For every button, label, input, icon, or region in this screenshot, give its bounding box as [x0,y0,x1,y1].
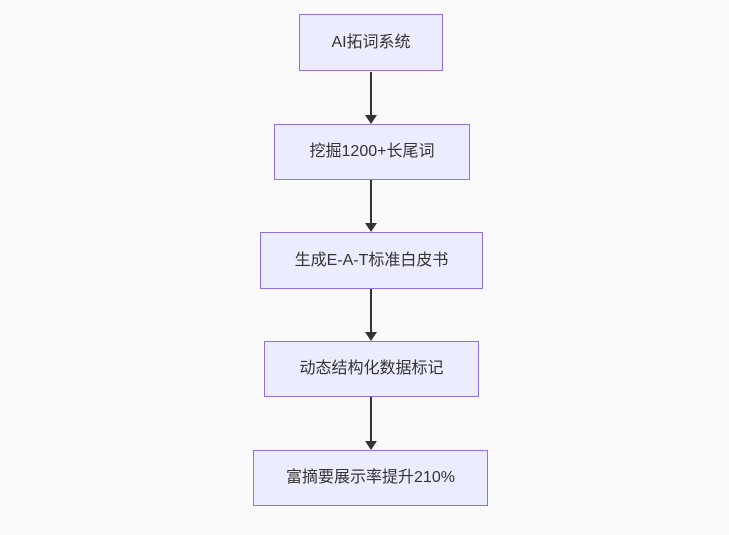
node-label: AI拓词系统 [331,33,411,51]
arrow-down-icon [365,332,377,341]
arrow-down-icon [365,115,377,124]
flow-edge-1 [365,72,377,124]
arrow-line [370,72,372,115]
flowchart-node-ai-keyword-system: AI拓词系统 [299,14,443,71]
arrow-down-icon [365,441,377,450]
flowchart-node-structured-data-markup: 动态结构化数据标记 [264,341,479,397]
flowchart-node-rich-snippet-result: 富摘要展示率提升210% [253,450,488,506]
node-label: 富摘要展示率提升210% [286,469,455,487]
arrow-line [370,397,372,441]
flowchart-node-longtail-mining: 挖掘1200+长尾词 [274,124,470,180]
flow-edge-4 [365,397,377,450]
flow-edge-2 [365,180,377,232]
flowchart-node-eat-whitepaper: 生成E-A-T标准白皮书 [260,232,483,289]
node-label: 挖掘1200+长尾词 [309,143,435,161]
node-label: 动态结构化数据标记 [299,360,444,378]
flow-edge-3 [365,289,377,341]
arrow-line [370,289,372,332]
arrow-down-icon [365,223,377,232]
node-label: 生成E-A-T标准白皮书 [294,251,449,269]
arrow-line [370,180,372,223]
